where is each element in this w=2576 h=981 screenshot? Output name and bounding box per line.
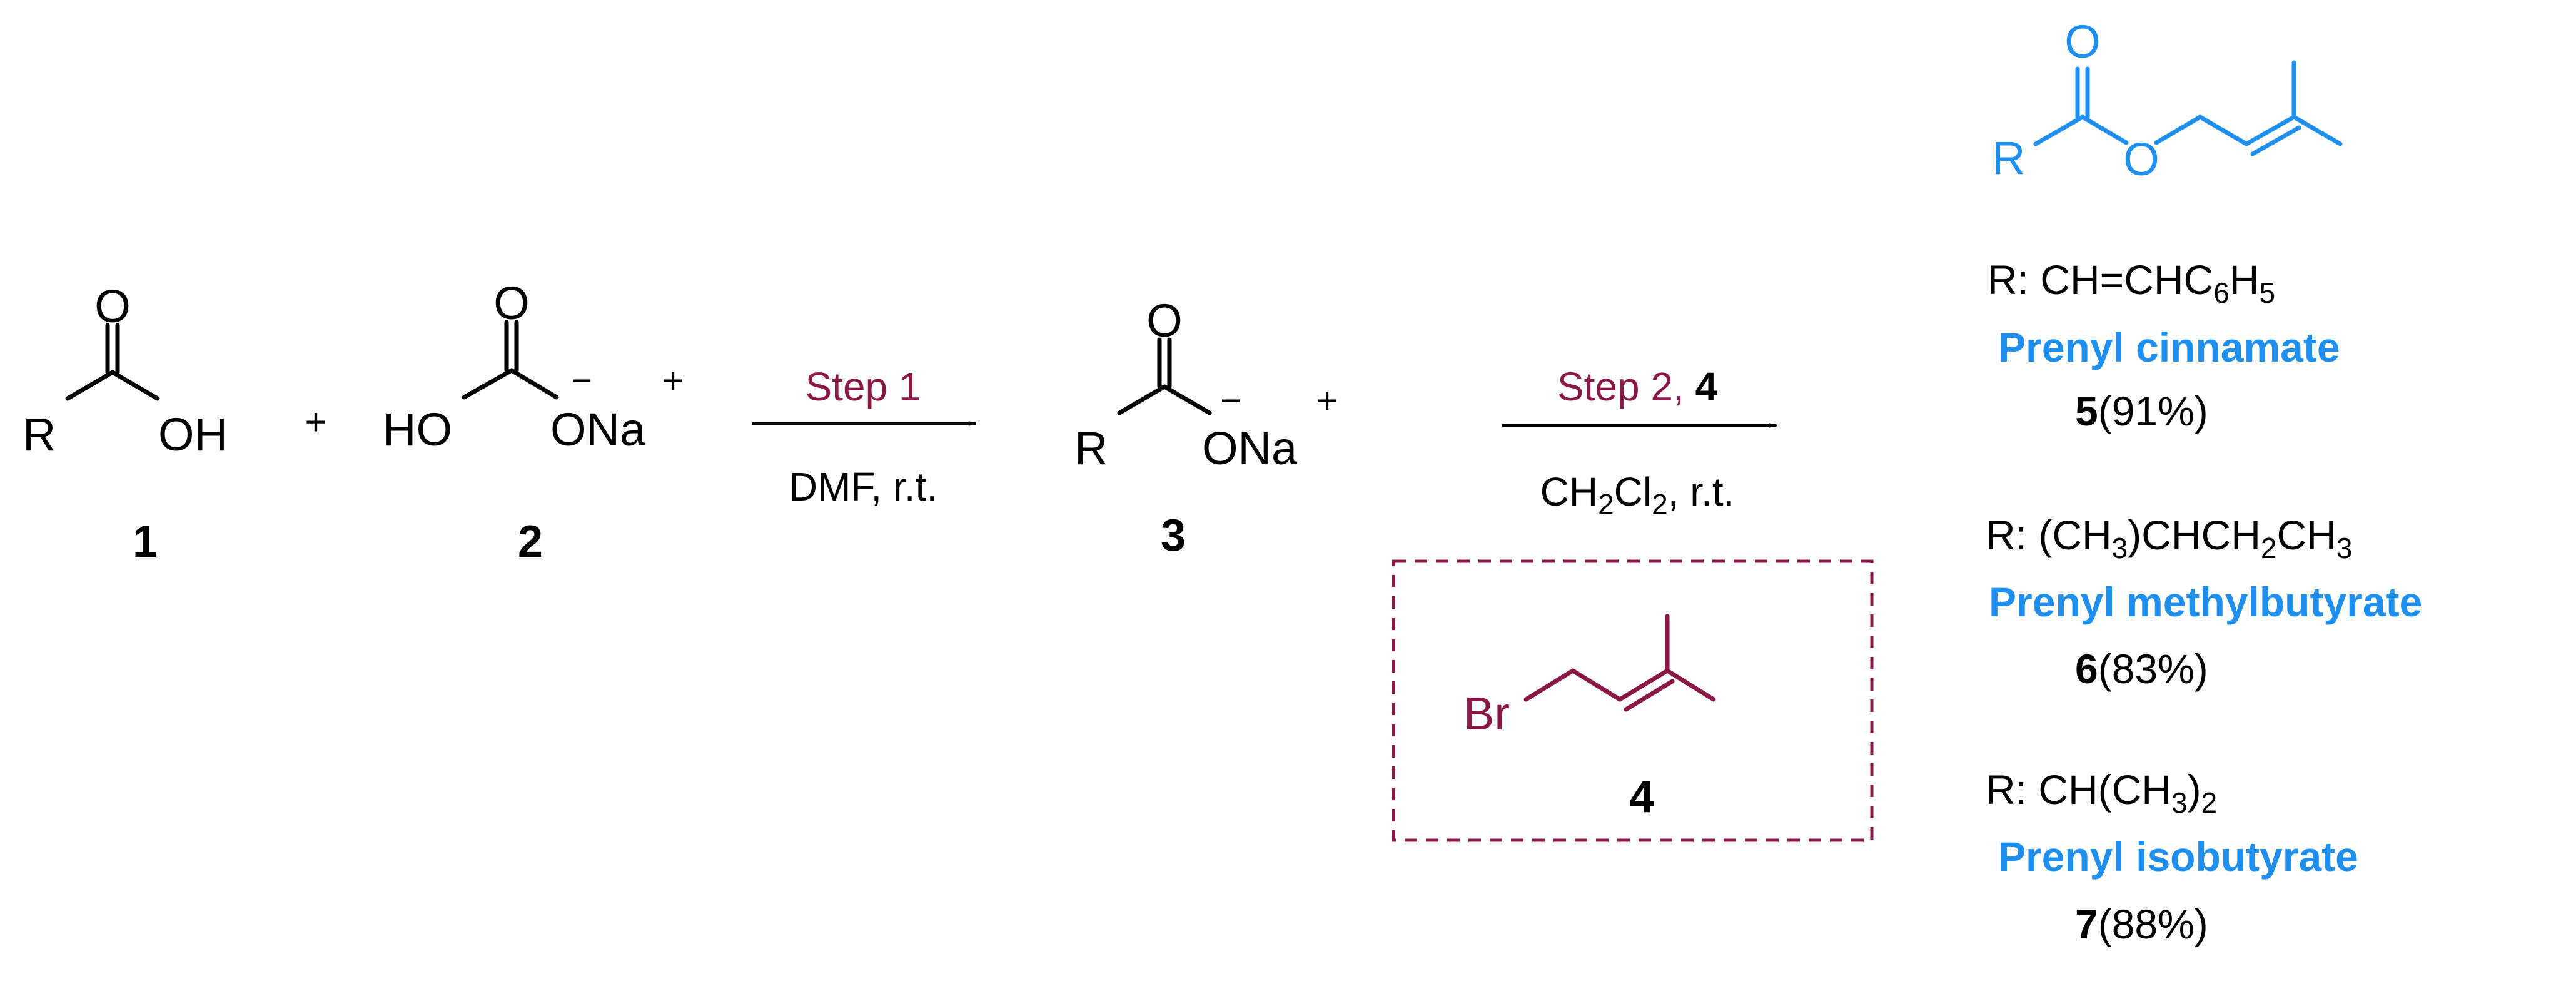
plus-sign: + — [305, 401, 326, 443]
product-entry-7: R: CH(CH3)2 Prenyl isobutyrate 7(88%) — [1986, 766, 2358, 947]
compound-number-1: 1 — [133, 517, 158, 567]
atom-o-top: O — [1146, 295, 1183, 347]
atom-o-top: O — [2064, 16, 2101, 68]
reagent-dashed-box — [1392, 559, 1874, 842]
product-name: Prenyl methylbutyrate — [1989, 579, 2422, 625]
step-2-arrow-group: Step 2, 4 CH2Cl2, r.t. — [1502, 364, 1777, 521]
product-name: Prenyl isobutyrate — [1998, 833, 2358, 880]
atom-oh: OH — [158, 409, 228, 460]
charge-minus: − — [571, 360, 592, 401]
compound-3-carboxylate: O R ONa − + 3 — [1074, 295, 1338, 561]
bond-br-ch2 — [1523, 668, 1575, 702]
product-prenyl-ester-structure: O O R — [1992, 16, 2343, 185]
bond-ch-c-double-b — [2250, 125, 2301, 156]
step-2-conditions: CH2Cl2, r.t. — [1540, 469, 1735, 521]
bond-ch-c-double-a — [1617, 668, 1670, 702]
charge-plus: + — [662, 360, 684, 401]
bond-r-c — [1117, 384, 1167, 415]
bond-ch-c-double-a — [2244, 114, 2296, 146]
atom-ona: ONa — [1202, 422, 1298, 474]
compound-number-4: 4 — [1629, 772, 1654, 822]
bond-c-methyl-right — [2291, 114, 2343, 146]
atom-o-top: O — [94, 280, 131, 332]
product-entry-5: R: CH=CHC6H5 Prenyl cinnamate 5(91%) — [1988, 257, 2340, 434]
step-1-conditions: DMF, r.t. — [789, 464, 937, 509]
bond-c-o — [2080, 114, 2129, 145]
r-group-label: R: CH=CHC6H5 — [1988, 257, 2275, 309]
bond-ho-c — [462, 368, 514, 400]
atom-ho: HO — [383, 404, 452, 455]
atom-r: R — [23, 409, 56, 460]
bond-c-oh — [110, 370, 160, 401]
bond-o-ch2 — [2154, 114, 2203, 145]
bond-ch2-ch — [2198, 114, 2249, 146]
atom-ona: ONa — [550, 404, 646, 455]
atom-o-ester: O — [2123, 133, 2159, 185]
step-1-arrow-group: Step 1 DMF, r.t. — [752, 364, 976, 509]
compound-number-2: 2 — [518, 517, 543, 567]
bond-c-methyl-right — [1665, 668, 1716, 702]
step-2-label: Step 2, 4 — [1557, 364, 1718, 409]
bond-ch2-ch — [1570, 668, 1622, 702]
atom-o-top: O — [493, 277, 530, 329]
charge-minus: − — [1220, 380, 1241, 421]
bond-r-c — [2033, 114, 2085, 146]
compound-1-carboxylic-acid: O OH R 1 — [23, 280, 228, 567]
compound-number-3: 3 — [1161, 511, 1186, 561]
product-entry-6: R: (CH3)CHCH2CH3 Prenyl methylbutyrate 6… — [1986, 512, 2422, 692]
atom-r: R — [1992, 132, 2025, 184]
step-1-label: Step 1 — [805, 364, 921, 409]
bond-ch-c-double-b — [1624, 679, 1675, 712]
atom-r: R — [1074, 422, 1108, 474]
product-yield: 6(83%) — [2075, 646, 2208, 692]
product-list: R: CH=CHC6H5 Prenyl cinnamate 5(91%) R: … — [1986, 257, 2422, 947]
charge-plus: + — [1316, 380, 1338, 421]
product-yield: 5(91%) — [2075, 388, 2208, 434]
compound-4-prenyl-bromide: Br 4 — [1392, 559, 1874, 842]
bond-c-o-minus — [509, 368, 559, 400]
product-name: Prenyl cinnamate — [1998, 324, 2340, 370]
r-group-label: R: (CH3)CHCH2CH3 — [1986, 512, 2352, 564]
compound-2-sodium-bicarbonate: O HO ONa − + 2 — [383, 277, 684, 567]
bond-c-o-minus — [1162, 384, 1212, 415]
product-yield: 7(88%) — [2075, 901, 2208, 947]
atom-br: Br — [1463, 688, 1510, 740]
r-group-label: R: CH(CH3)2 — [1986, 766, 2217, 819]
bond-r-c — [65, 370, 115, 401]
